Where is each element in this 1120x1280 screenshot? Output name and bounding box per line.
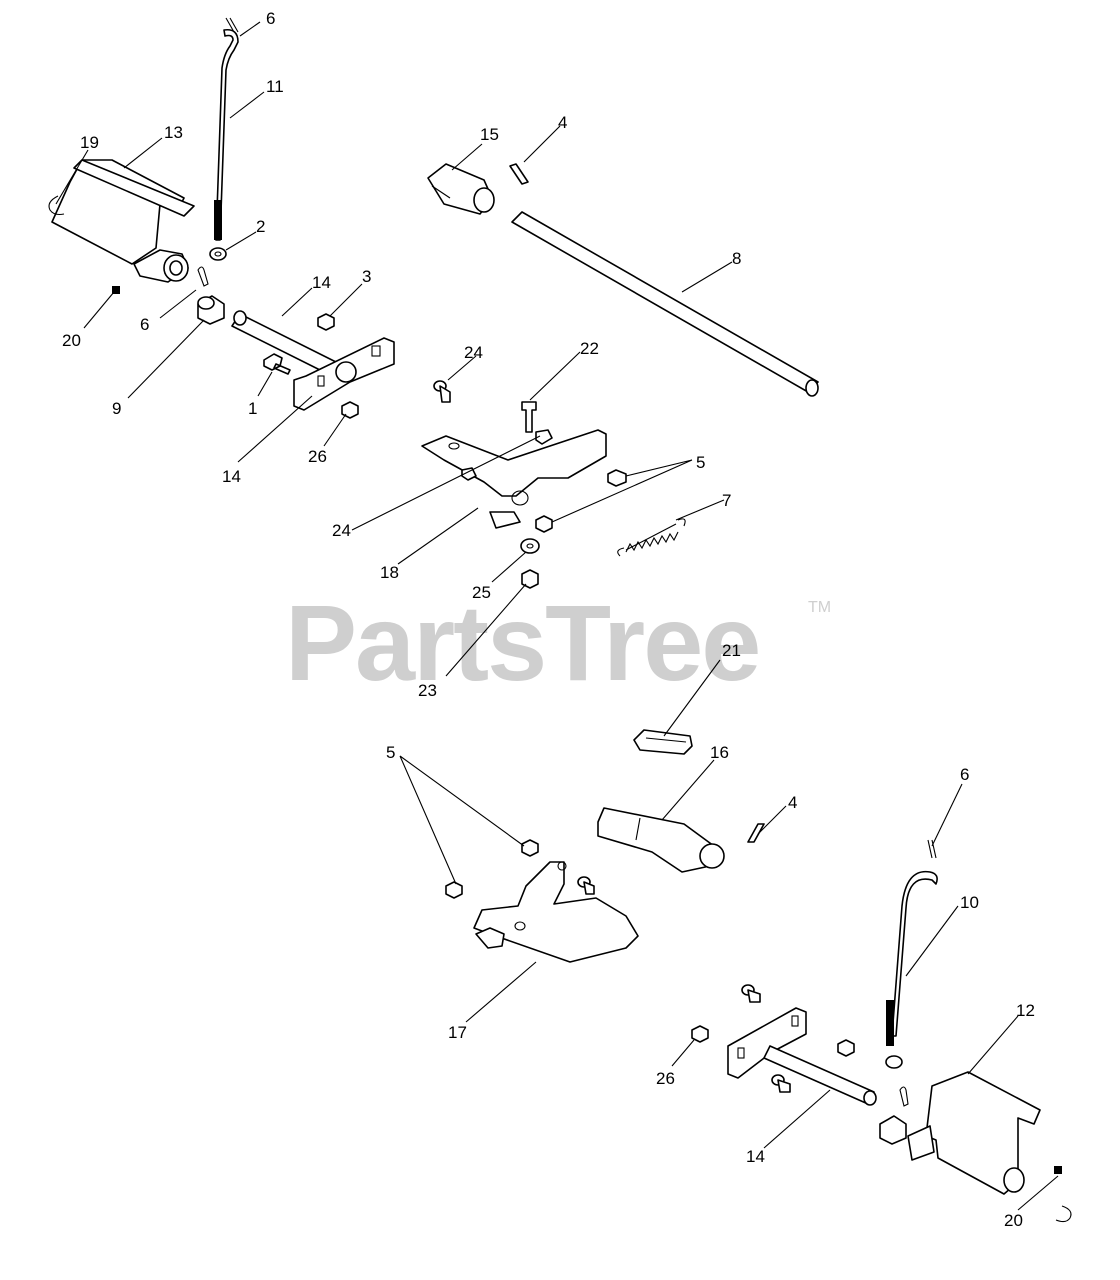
callout-26-lower: 26 <box>656 1069 675 1088</box>
part-nut-lower-b <box>837 1039 855 1057</box>
part-13-bracket <box>51 159 195 283</box>
callout-2: 2 <box>256 217 265 236</box>
part-5-nuts-lower <box>445 839 539 899</box>
callout-8: 8 <box>732 249 741 268</box>
part-3-nut <box>317 313 335 331</box>
callout-17: 17 <box>448 1023 467 1042</box>
part-4-key-lower <box>747 823 765 843</box>
callout-14-upper: 14 <box>312 273 331 292</box>
callout-20-lower: 20 <box>1004 1211 1023 1230</box>
callout-20-upper: 20 <box>62 331 81 350</box>
part-9-bushing-lower <box>879 1115 907 1145</box>
part-bolt-near-17 <box>577 876 595 895</box>
watermark-trademark: TM <box>808 599 831 616</box>
callout-14-lever: 14 <box>222 467 241 486</box>
part-12-bracket <box>907 1071 1041 1195</box>
watermark-brand: PartsTree <box>285 582 759 703</box>
part-e-clip-lower <box>1055 1205 1072 1223</box>
callout-4-upper: 4 <box>558 113 567 132</box>
part-24-bolts-plate <box>461 429 553 481</box>
part-10-rod <box>886 870 938 1046</box>
callout-22: 22 <box>580 339 599 358</box>
part-17-plate <box>473 861 639 963</box>
part-16-pedal-arm <box>597 807 725 873</box>
callout-1: 1 <box>248 399 257 418</box>
callout-13: 13 <box>164 123 183 142</box>
callout-12: 12 <box>1016 1001 1035 1020</box>
part-6-pin-left <box>197 266 209 287</box>
part-11-rod <box>214 28 239 241</box>
callout-10: 10 <box>960 893 979 912</box>
callout-18: 18 <box>380 563 399 582</box>
part-19-e-clip <box>48 195 65 216</box>
part-20-nipple-lower <box>1054 1166 1062 1174</box>
part-15-hub <box>427 163 495 215</box>
callout-14-lower: 14 <box>746 1147 765 1166</box>
part-9-bushing <box>197 295 225 325</box>
part-20-nipple <box>112 286 120 294</box>
part-4-key-upper <box>509 163 529 185</box>
part-21-pad <box>633 729 693 755</box>
callout-3: 3 <box>362 267 371 286</box>
callout-5-upper: 5 <box>696 453 705 472</box>
callout-21: 21 <box>722 641 741 660</box>
part-14-shaft-lever-upper <box>231 310 395 411</box>
part-5-nuts-upper <box>535 469 627 533</box>
callout-23: 23 <box>418 681 437 700</box>
callout-26-upper: 26 <box>308 447 327 466</box>
part-23-nut <box>521 569 539 589</box>
callout-24-top: 24 <box>464 343 483 362</box>
part-6-cotter-pin-lower <box>927 839 937 859</box>
callout-25: 25 <box>472 583 491 602</box>
callout-19: 19 <box>80 133 99 152</box>
part-25-washer <box>520 538 540 554</box>
part-bolt-lower-a <box>741 984 761 1003</box>
part-22-bolt <box>521 401 537 433</box>
part-nut-under-rod <box>885 1055 903 1069</box>
leader-lines <box>55 21 1059 1211</box>
part-8-shaft <box>511 211 819 397</box>
callout-5-lower: 5 <box>386 743 395 762</box>
callout-24-plate: 24 <box>332 521 351 540</box>
part-6-pin-lower-right <box>899 1086 909 1107</box>
part-6-cotter-pin <box>225 17 239 33</box>
part-7-spring <box>617 518 686 557</box>
part-1-bolt <box>263 353 291 375</box>
callout-7: 7 <box>722 491 731 510</box>
callout-4-lower: 4 <box>788 793 797 812</box>
part-14-shaft-lever-lower <box>727 1007 877 1106</box>
part-24-bolt-top <box>433 380 451 403</box>
callout-6-top: 6 <box>266 9 275 28</box>
callout-6-left: 6 <box>140 315 149 334</box>
part-18-plate <box>421 429 607 529</box>
callout-9: 9 <box>112 399 121 418</box>
part-26-nut-lower <box>691 1025 709 1043</box>
callout-11: 11 <box>266 77 284 96</box>
callout-labels: 6 11 13 19 2 20 6 9 14 3 1 14 26 15 4 8 … <box>62 9 1035 1230</box>
part-bolt-lower-c <box>771 1074 791 1093</box>
part-2-nut <box>209 247 227 261</box>
callout-16: 16 <box>710 743 729 762</box>
callout-15: 15 <box>480 125 499 144</box>
callout-6-lower: 6 <box>960 765 969 784</box>
